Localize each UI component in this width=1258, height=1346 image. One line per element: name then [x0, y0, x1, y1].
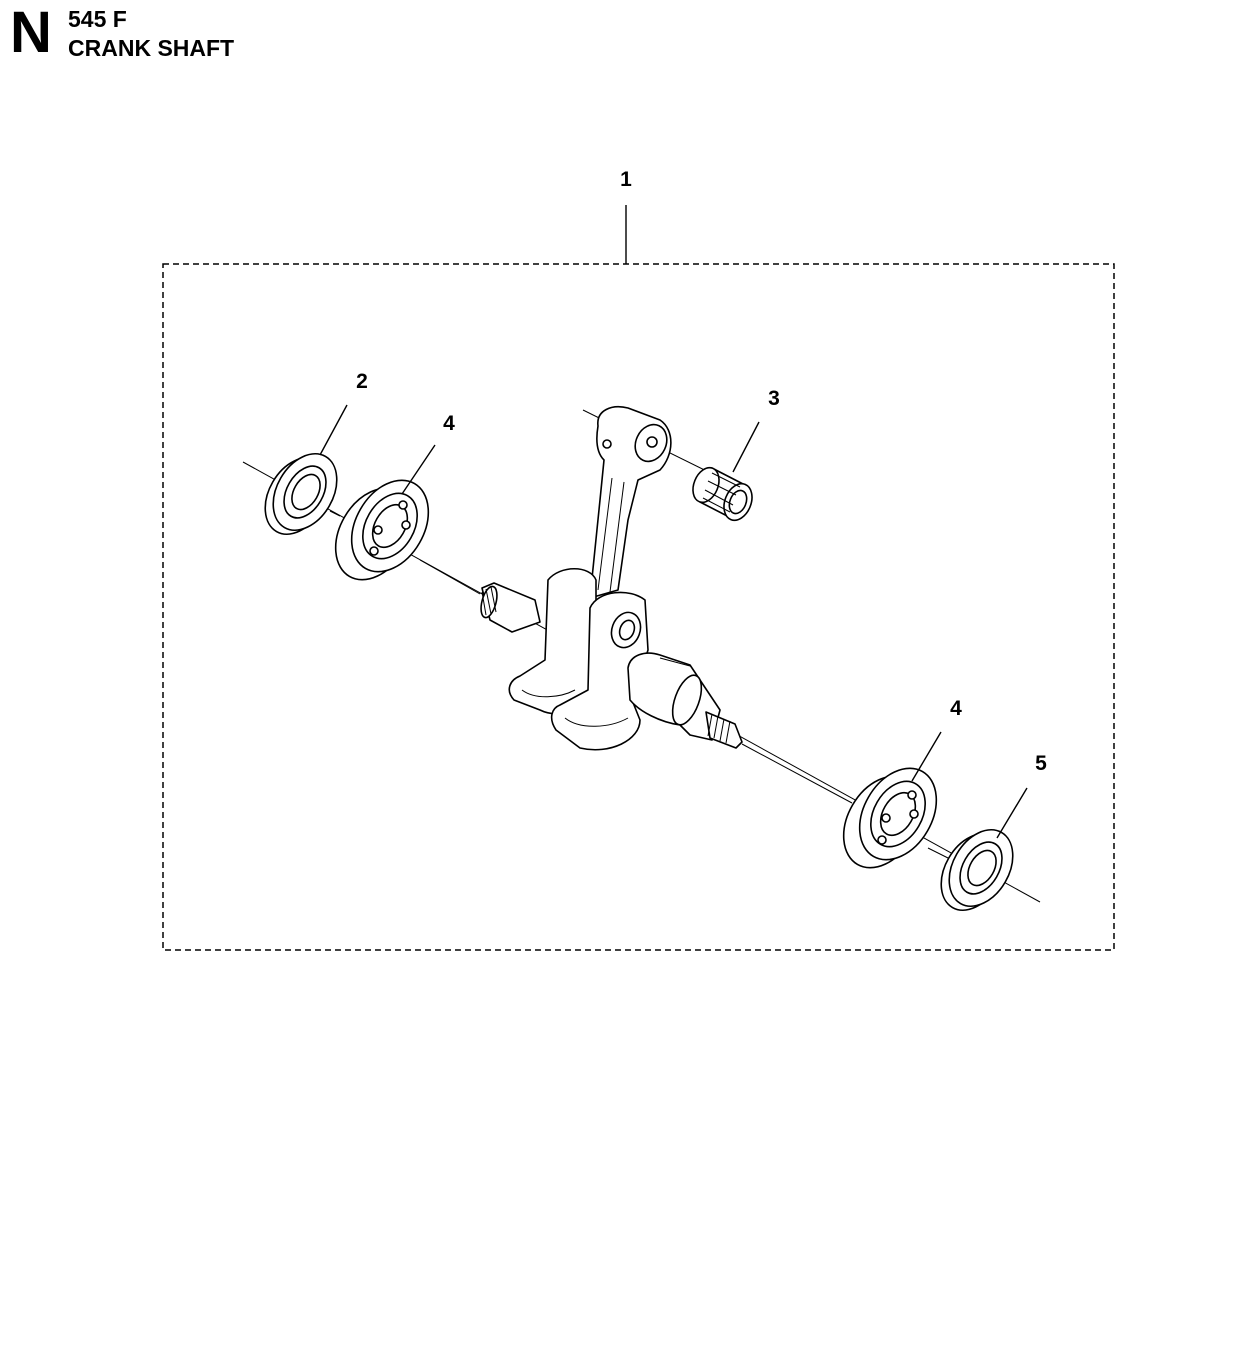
leader-line-5 [996, 787, 1028, 839]
part-seal-left[interactable] [252, 442, 349, 545]
part-crankshaft[interactable] [478, 406, 743, 751]
callout-4-right[interactable]: 4 [950, 697, 962, 720]
model-number: 545 F [68, 6, 127, 32]
leader-line-3 [732, 421, 760, 473]
callout-5[interactable]: 5 [1035, 752, 1047, 775]
part-needle-bearing[interactable] [688, 464, 757, 525]
leader-line-2 [319, 404, 348, 456]
kit-boundary-box [162, 263, 1115, 951]
section-letter: N [10, 0, 52, 65]
callout-1[interactable]: 1 [620, 168, 632, 191]
header: N 545 F CRANK SHAFT [0, 0, 400, 70]
leader-line-4a [401, 444, 436, 495]
part-seal-right[interactable] [928, 818, 1025, 921]
callout-2[interactable]: 2 [356, 370, 368, 393]
callout-3[interactable]: 3 [768, 387, 780, 410]
part-bearing-right[interactable] [828, 755, 952, 882]
leader-line-4b [911, 731, 942, 782]
part-bearing-left[interactable] [320, 467, 444, 594]
callout-4-left[interactable]: 4 [443, 412, 455, 435]
page-title: CRANK SHAFT [68, 35, 235, 61]
